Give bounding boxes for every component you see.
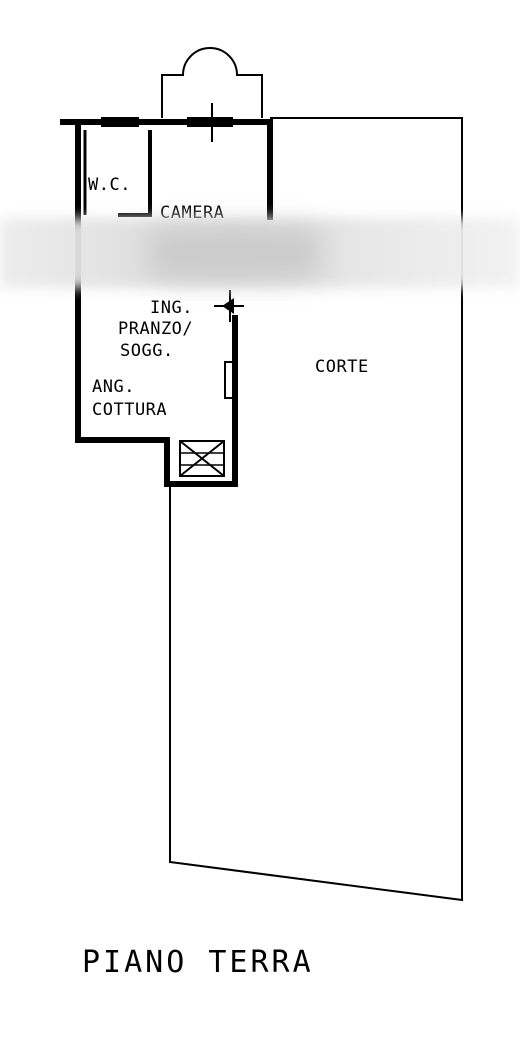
floor-title: PIANO TERRA [82, 945, 314, 980]
bay-window [161, 47, 263, 118]
label-cottura: COTTURA [92, 400, 167, 420]
label-wc: W.C. [88, 175, 131, 195]
entrance-arrow [222, 298, 234, 314]
label-pranzo: PRANZO/ [118, 319, 193, 339]
top-window [101, 117, 139, 127]
label-soggiorno: SOGG. [120, 341, 174, 361]
stair [179, 440, 225, 477]
redacted-blur-band [0, 218, 520, 288]
wc-partition [118, 130, 152, 217]
camera-window [187, 117, 233, 127]
stair-diag-2 [179, 440, 225, 477]
label-ingresso: ING. [150, 298, 193, 318]
room-labels: W.C. CAMERA ING. PRANZO/ SOGG. ANG. COTT… [82, 175, 369, 980]
side-window [224, 361, 234, 399]
building-top-wall [60, 119, 273, 220]
label-corte: CORTE [315, 357, 369, 377]
walls [60, 47, 463, 902]
courtyard-boundary [169, 117, 463, 902]
label-angolo: ANG. [92, 377, 135, 397]
building-outer-wall [75, 122, 238, 487]
